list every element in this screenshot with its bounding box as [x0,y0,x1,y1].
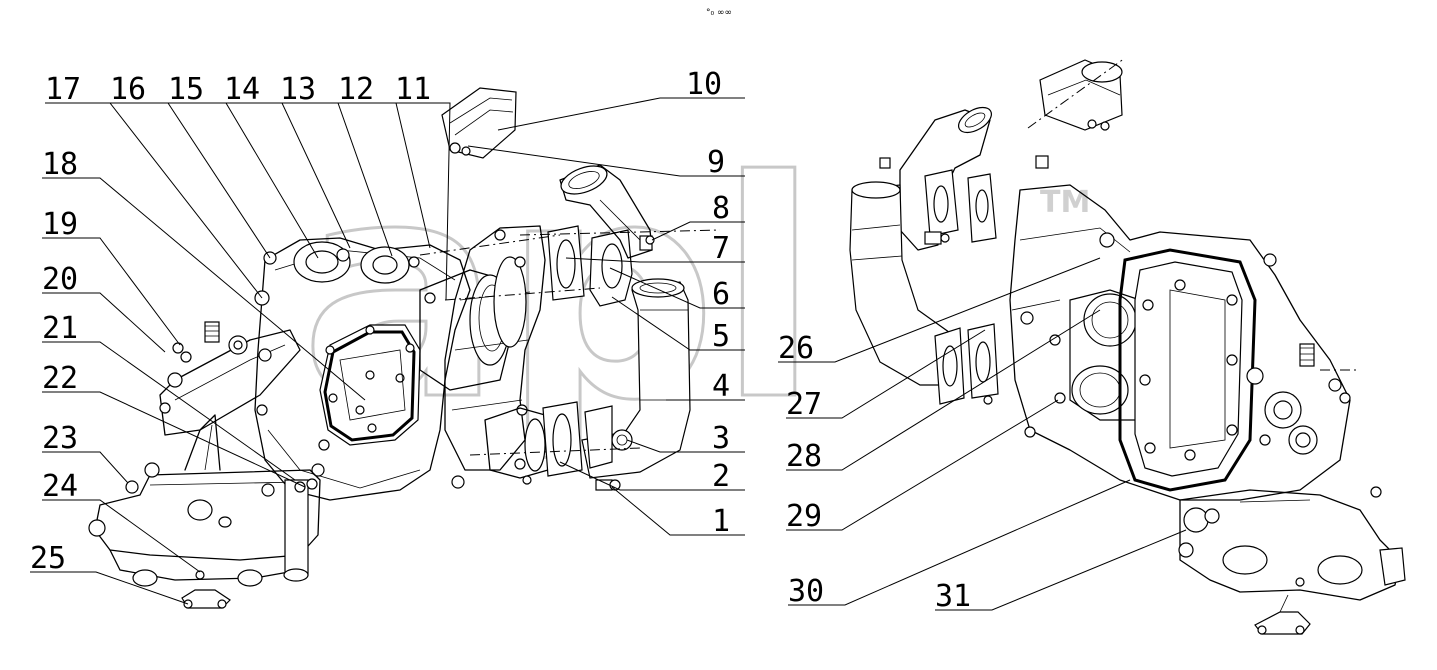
callout-26: 26 [778,257,1101,366]
callout-17-label: 17 [45,72,81,107]
callout-3: 3 [626,421,745,456]
callout-18-leader [42,177,366,401]
callout-9-leader [467,145,745,177]
callout-25: 25 [30,541,189,605]
left-assembly [88,87,721,609]
callout-16: 16 [110,72,271,259]
callout-4-label: 4 [712,369,730,404]
callout-18-label: 18 [42,147,78,182]
callout-10: 10 [497,67,745,131]
callout-10-leader [497,97,745,131]
callout-26-label: 26 [778,331,814,366]
callout-16-leader [110,102,271,259]
callout-8-label: 8 [712,191,730,226]
callout-18: 18 [42,147,366,401]
callout-11-label: 11 [395,72,431,107]
callout-2: 2 [559,459,745,494]
callout-17-leader [45,102,263,299]
callout-22-label: 22 [42,361,78,396]
callout-31: 31 [935,529,1187,614]
callout-27: 27 [786,329,986,422]
callout-6-label: 6 [712,277,730,312]
callout-13-label: 13 [280,72,316,107]
callout-12-label: 12 [338,72,374,107]
callout-9-label: 9 [707,145,725,180]
callout-15-label: 15 [168,72,204,107]
callout-group: 1 2 3 4 5 6 7 8 [30,67,1187,614]
callout-5-label: 5 [712,319,730,354]
callout-15: 15 [168,72,319,259]
callout-22: 22 [42,361,306,488]
callout-5: 5 [611,296,745,354]
callout-6: 6 [609,267,745,312]
callout-21: 21 [42,311,296,481]
callout-14: 14 [224,72,351,249]
callout-27-leader [786,329,986,419]
callout-22-leader [42,391,306,488]
callout-30: 30 [788,479,1131,609]
callout-7-label: 7 [712,231,730,266]
callout-7-leader [565,257,745,263]
callout-1: 1 [611,486,745,539]
watermark-tm: TM [1040,185,1090,220]
callout-24-label: 24 [42,469,78,504]
callout-19-label: 19 [42,207,78,242]
callout-20: 20 [42,262,166,353]
callout-29-label: 29 [786,499,822,534]
callout-23: 23 [42,421,129,484]
callout-27-label: 27 [786,387,822,422]
callout-23-leader [42,451,129,484]
callout-30-leader [788,479,1131,606]
callout-21-leader [42,341,296,481]
callout-19-leader [42,237,181,346]
callout-28-leader [786,309,1101,471]
callout-19: 19 [42,207,181,346]
callout-21-label: 21 [42,311,78,346]
header-mark: °₀ ∞∞ [706,8,732,18]
callout-5-leader [611,296,745,351]
callout-28-label: 28 [786,439,822,474]
callout-1-label: 1 [712,504,730,539]
callout-12-leader [338,102,431,249]
callout-31-leader [935,529,1187,611]
callout-28: 28 [786,309,1101,474]
callout-2-label: 2 [712,459,730,494]
callout-29: 29 [786,399,1059,534]
callout-8: 8 [651,191,745,241]
callout-29-leader [786,399,1059,531]
callout-11: 11 [395,72,451,301]
callout-8-leader [651,221,745,241]
callout-15-leader [168,102,319,259]
callout-23-label: 23 [42,421,78,456]
callout-26-leader [778,257,1101,363]
callout-6-leader [609,267,745,309]
callout-24: 24 [42,469,201,573]
callout-12: 12 [338,72,431,249]
callout-31-label: 31 [935,579,971,614]
callout-2-leader [559,461,745,491]
callout-16-label: 16 [110,72,146,107]
callout-25-leader [30,571,189,605]
callout-1-leader [611,486,745,536]
callout-11-leader [395,102,451,301]
callout-14-label: 14 [224,72,260,107]
callout-17: 17 [45,72,263,299]
callout-13: 13 [280,72,393,257]
callout-20-label: 20 [42,262,78,297]
callout-3-label: 3 [712,421,730,456]
callout-20-leader [42,292,166,353]
callout-24-leader [42,499,201,573]
callout-7: 7 [565,231,745,266]
callout-14-leader [224,102,351,249]
callout-13-leader [280,102,393,257]
callout-9: 9 [467,145,745,180]
callout-10-label: 10 [686,67,722,102]
callout-30-label: 30 [788,574,824,609]
callout-4: 4 [666,369,745,404]
callout-3-leader [626,439,745,453]
callout-25-label: 25 [30,541,66,576]
right-assembly [849,57,1406,635]
